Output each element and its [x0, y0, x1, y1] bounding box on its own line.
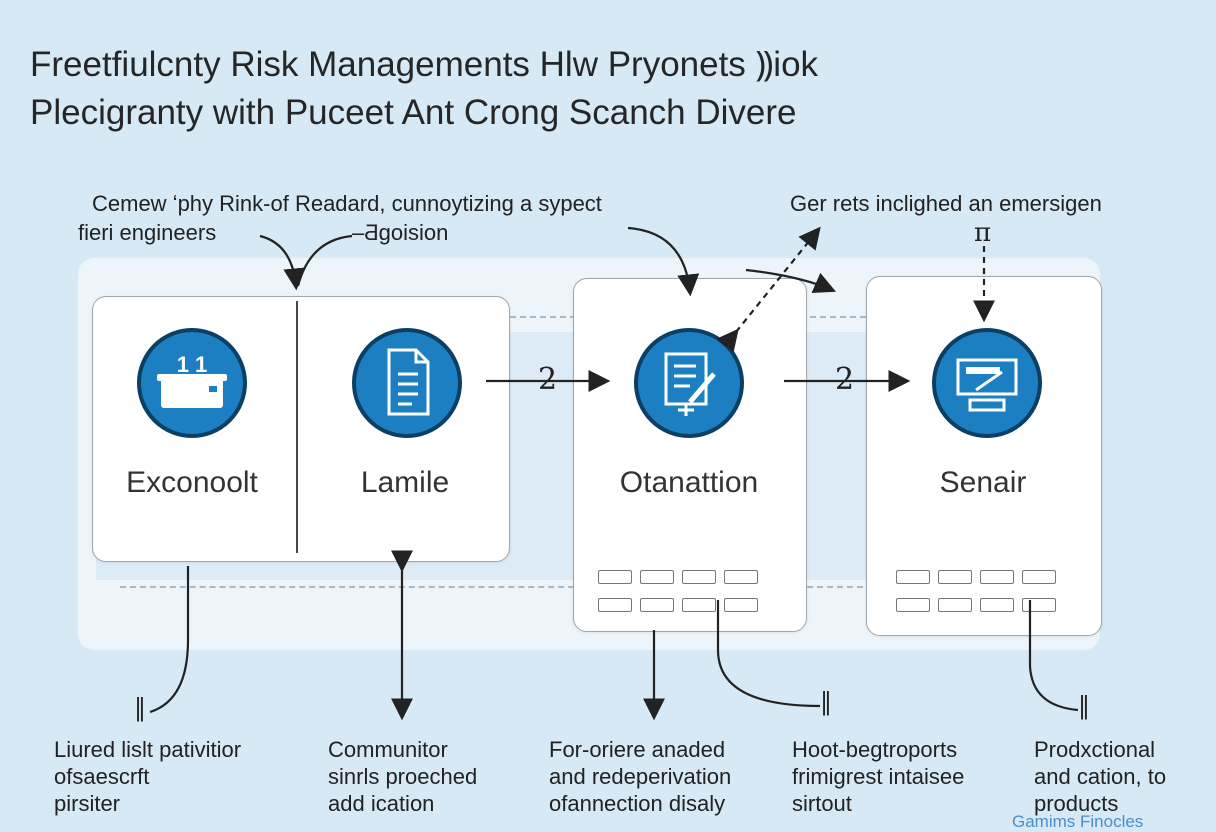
arrow-annotation-tag [296, 234, 353, 287]
top-left-annotation-line1: Cemew ʻphy Rink-of Readard, cunnoytizing… [92, 191, 602, 216]
end-mark-2: ‖ [820, 688, 832, 716]
top-left-annotation-tag: –Ƌgoision [352, 220, 449, 245]
end-mark-3: ‖ [1078, 692, 1090, 720]
mini-boxes-row-2 [598, 598, 758, 612]
title-line-1: Freetfiulcnty Risk Managements Hlw Pryon… [30, 45, 819, 84]
monitor-icon [932, 328, 1042, 438]
container-icon: 1 1 [137, 328, 247, 438]
card-divider [296, 301, 298, 553]
top-left-annotation-line2: fieri engineers [78, 220, 217, 245]
mini-boxes-row-1 [598, 570, 758, 584]
node-label-senair: Senair [939, 466, 1027, 499]
line-to-note-4 [716, 600, 821, 708]
watermark-text: Gamims Finocles [1012, 812, 1144, 831]
arrow-annotation-mid [627, 226, 700, 297]
arrow-annotation-left [259, 234, 306, 291]
line-to-note-1 [149, 566, 190, 714]
end-mark-1: ‖ [134, 694, 146, 722]
flow-mark-1: 2 [538, 362, 558, 397]
mini-boxes-row-3 [896, 570, 1056, 584]
top-pin-mark: π [974, 218, 992, 248]
node-label-lamile: Lamile [360, 466, 450, 499]
node-label-otanattion: Otanattion [619, 466, 759, 499]
top-right-annotation: Ger rets inclighed an emersigen [790, 191, 1102, 216]
line-to-note-5 [1028, 600, 1079, 712]
svg-text:1 1: 1 1 [177, 352, 208, 377]
document-icon [352, 328, 462, 438]
node-label-exconoolt: Exconoolt [126, 466, 258, 499]
title-line-2: Plecigranty with Puceet Ant Crong Scanch… [30, 93, 797, 132]
arrow-annotation-curve [745, 268, 837, 294]
flow-mark-2: 2 [835, 362, 855, 397]
mini-boxes-row-4 [896, 598, 1056, 612]
